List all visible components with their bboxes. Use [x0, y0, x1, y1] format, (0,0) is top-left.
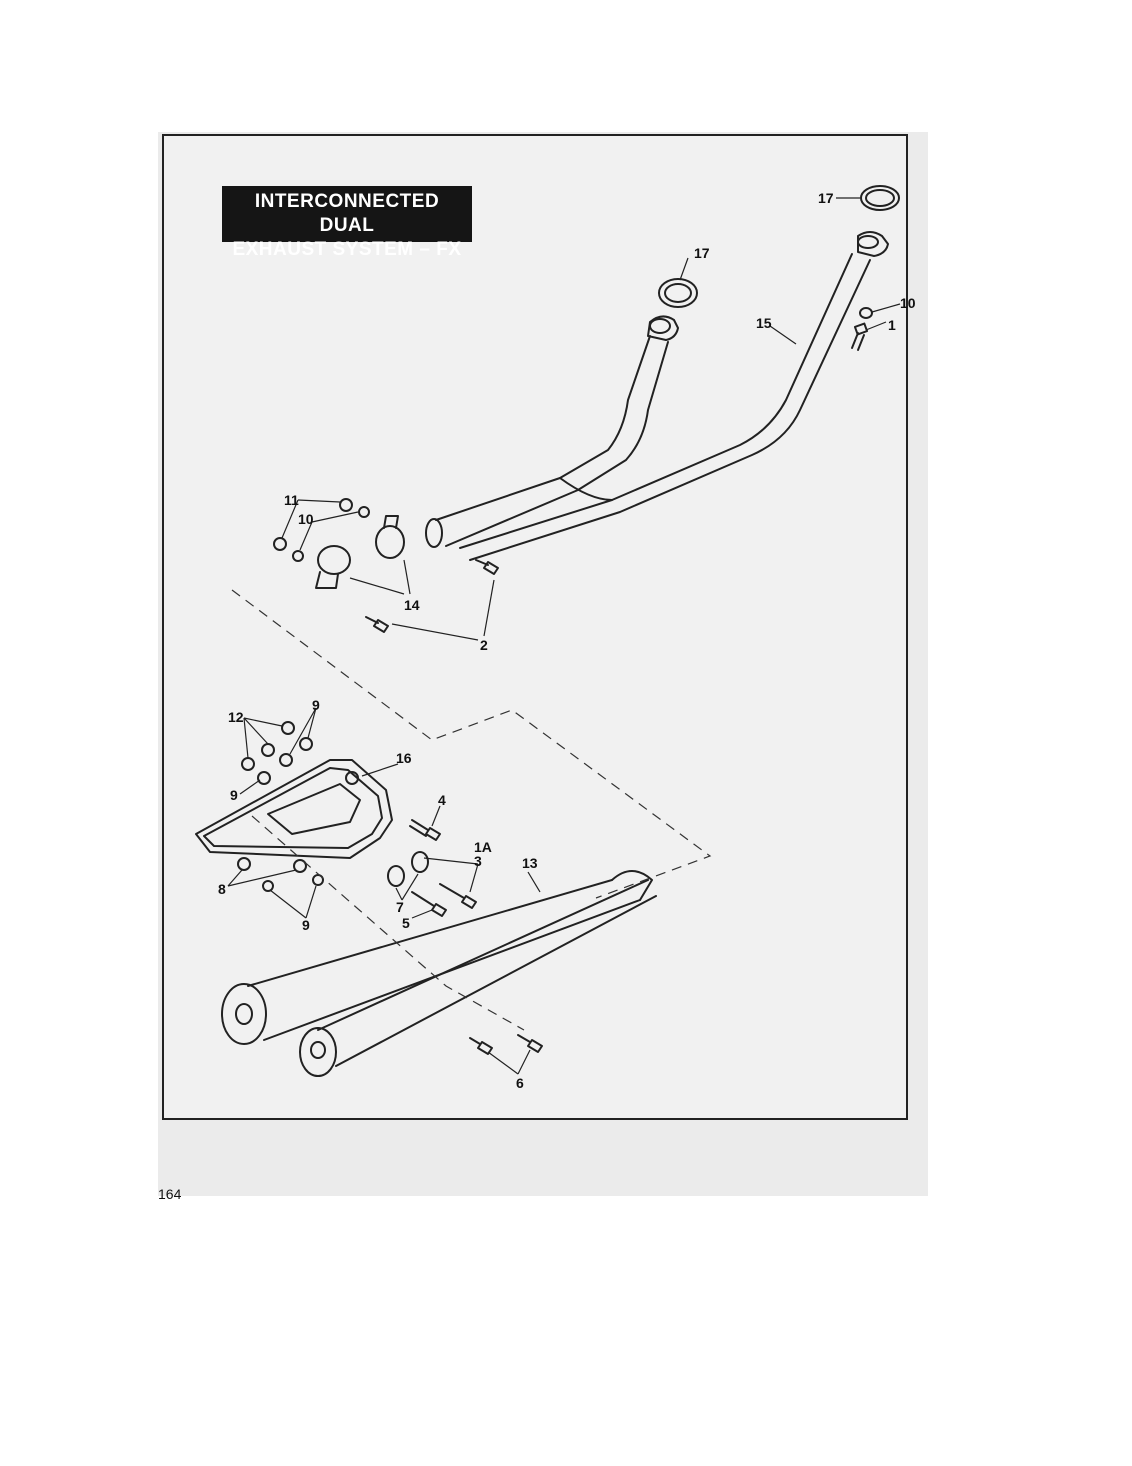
- title-line-2: EXHAUST SYSTEM – FX: [232, 239, 462, 260]
- nuts-12-9: [241, 721, 313, 785]
- bolts-2: [365, 559, 499, 633]
- callout-9-left: 9: [230, 787, 238, 803]
- callout-9-top: 9: [312, 697, 320, 713]
- callout-14: 14: [404, 597, 420, 613]
- clamp-14: [315, 515, 405, 589]
- callout-1: 1: [888, 317, 896, 333]
- diagram-title: INTERCONNECTED DUAL EXHAUST SYSTEM – FX: [222, 186, 472, 260]
- washer-10-upper: [859, 307, 873, 319]
- gasket-17-lower: [658, 278, 698, 308]
- callout-11: 11: [284, 492, 299, 508]
- washers-10-left: [292, 506, 370, 562]
- mufflers-13: [221, 870, 657, 1077]
- callout-3: 3: [474, 853, 482, 869]
- exhaust-pipe-15: [425, 231, 889, 561]
- callout-leaders: [227, 197, 901, 1075]
- callout-6: 6: [516, 1075, 524, 1091]
- mounting-bracket-16: [195, 759, 393, 859]
- callout-9-bottom: 9: [302, 917, 310, 933]
- bolt-1: [851, 322, 869, 351]
- callout-labels: 17 17 10 1 15 11 10 14 2 12 9 16 9 4 1A …: [218, 190, 916, 1091]
- bolt-4: [409, 819, 441, 841]
- callout-16: 16: [396, 750, 412, 766]
- diagram-frame: [162, 134, 908, 1120]
- callout-12: 12: [228, 709, 244, 725]
- gasket-17-upper: [860, 185, 900, 211]
- callout-10-left: 10: [298, 511, 314, 527]
- nuts-11: [273, 498, 353, 551]
- title-line-1: INTERCONNECTED DUAL: [254, 191, 440, 236]
- callout-15: 15: [756, 315, 772, 331]
- callout-17-lower: 17: [694, 245, 710, 261]
- callout-17-upper: 17: [818, 190, 834, 206]
- callout-2: 2: [480, 637, 488, 653]
- callout-8: 8: [218, 881, 226, 897]
- callout-13: 13: [522, 855, 538, 871]
- bolts-6: [469, 1034, 543, 1055]
- callout-1A: 1A: [474, 839, 492, 855]
- page-number: 164: [158, 1186, 182, 1202]
- assembly-dashed-lines: [231, 589, 712, 1031]
- callout-4: 4: [438, 792, 446, 808]
- callout-7: 7: [396, 899, 404, 915]
- spacers-7: [387, 851, 429, 887]
- callout-10-upper: 10: [900, 295, 916, 311]
- callout-5: 5: [402, 915, 410, 931]
- bolts-3-5: [411, 883, 477, 917]
- spacers-8-nuts-9: [237, 857, 324, 892]
